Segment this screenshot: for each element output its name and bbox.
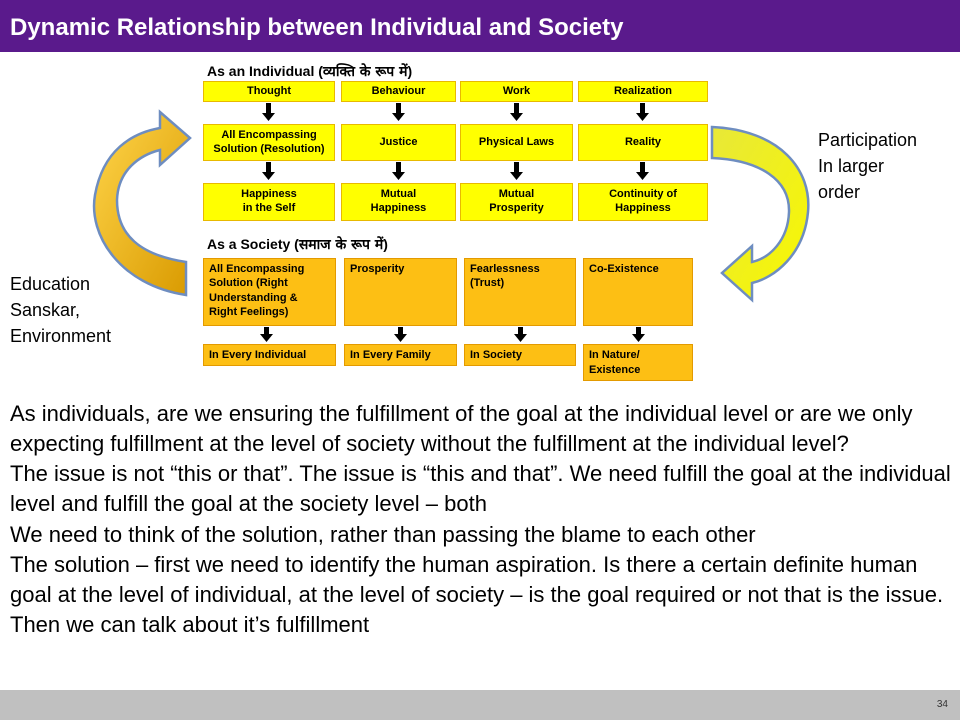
left-curved-arrow <box>92 109 192 297</box>
individual-heading: As an Individual (व्यक्ति के रूप में) <box>207 62 412 81</box>
down-arrow <box>394 327 407 342</box>
individual-heading-text: As an Individual ( <box>207 63 323 79</box>
down-arrow <box>514 327 527 342</box>
individual-heading-close: ) <box>407 63 413 79</box>
right-label: Participation In larger order <box>818 130 918 203</box>
individual-box: Physical Laws <box>460 124 573 161</box>
individual-box: Work <box>460 81 573 102</box>
society-box: Co-Existence <box>583 258 693 326</box>
right-curved-arrow <box>710 125 810 303</box>
individual-box: All Encompassing Solution (Resolution) <box>203 124 335 161</box>
society-box: In Nature/ Existence <box>583 344 693 381</box>
title-bar: Dynamic Relationship between Individual … <box>0 0 960 52</box>
society-box: Prosperity <box>344 258 457 326</box>
body-text: As individuals, are we ensuring the fulf… <box>10 399 955 640</box>
left-label: Education Sanskar, Environment <box>10 274 112 347</box>
society-box: In Every Individual <box>203 344 336 366</box>
down-arrow <box>632 327 645 342</box>
down-arrow <box>260 327 273 342</box>
slide-title: Dynamic Relationship between Individual … <box>10 14 624 41</box>
society-heading-hindi: समाज के रूप में <box>298 237 384 253</box>
individual-box: Behaviour <box>341 81 456 102</box>
paragraph: As individuals, are we ensuring the fulf… <box>10 401 913 457</box>
individual-box: Mutual Prosperity <box>460 183 573 221</box>
individual-box: Realization <box>578 81 708 102</box>
page-number: 34 <box>936 699 948 710</box>
down-arrow <box>510 103 523 121</box>
down-arrow <box>636 103 649 121</box>
individual-box: Continuity of Happiness <box>578 183 708 221</box>
individual-heading-hindi: व्यक्ति के रूप में <box>322 64 408 80</box>
society-box: All Encompassing Solution (Right Underst… <box>203 258 336 326</box>
individual-box: Justice <box>341 124 456 161</box>
society-heading: As a Society (समाज के रूप में) <box>207 235 388 254</box>
individual-box: Happiness in the Self <box>203 183 335 221</box>
society-box: In Society <box>464 344 576 366</box>
society-heading-text: As a Society ( <box>207 236 299 252</box>
down-arrow <box>510 162 523 180</box>
individual-box: Reality <box>578 124 708 161</box>
footer-bar: 34 <box>0 690 960 720</box>
society-heading-close: ) <box>383 236 388 252</box>
paragraph: The issue is not “this or that”. The iss… <box>10 461 951 517</box>
down-arrow <box>636 162 649 180</box>
society-box: Fearlessness (Trust) <box>464 258 576 326</box>
individual-box: Mutual Happiness <box>341 183 456 221</box>
down-arrow <box>262 162 275 180</box>
down-arrow <box>262 103 275 121</box>
paragraph: The solution – first we need to identify… <box>10 551 944 637</box>
paragraph: We need to think of the solution, rather… <box>10 521 756 547</box>
down-arrow <box>392 103 405 121</box>
down-arrow <box>392 162 405 180</box>
society-box: In Every Family <box>344 344 457 366</box>
individual-box: Thought <box>203 81 335 102</box>
